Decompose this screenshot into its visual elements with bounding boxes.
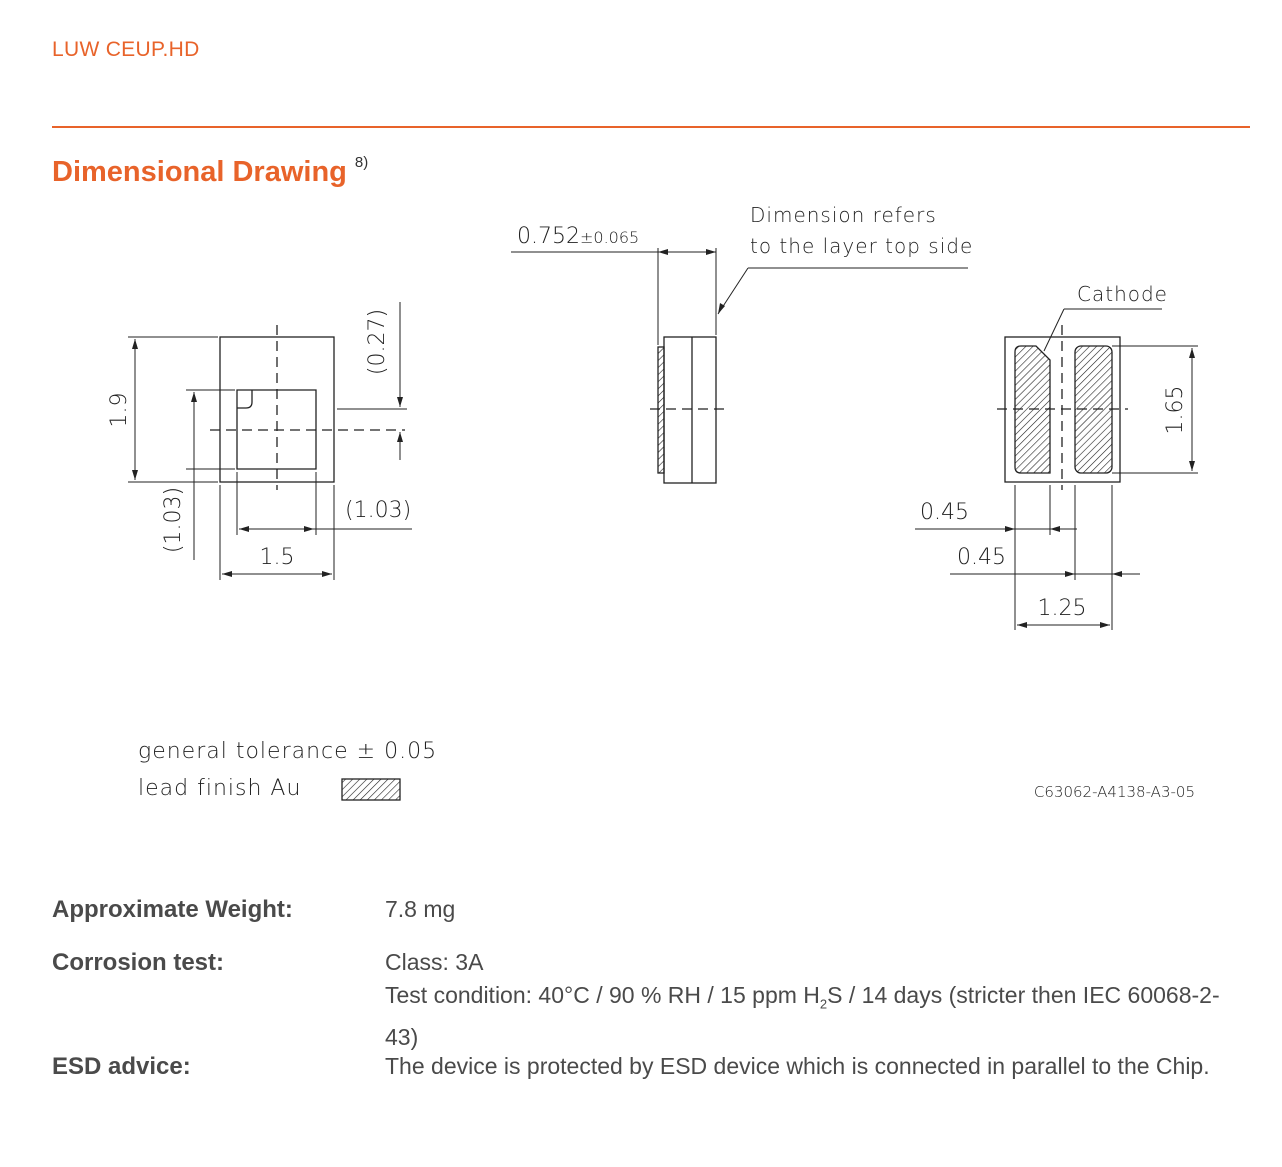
drawing-number: C63062-A4138-A3-05 [1034,783,1195,801]
dim-1-65: 1.65 [1163,386,1188,435]
esd-value: The device is protected by ESD device wh… [385,1053,1210,1079]
side-view [511,248,968,484]
header-divider [52,126,1250,128]
document-header-title: LUW CEUP.HD [52,38,200,61]
esd-label: ESD advice: [52,1053,191,1080]
dim-0-45-a: 0.45 [920,500,969,525]
lead-finish-hatch-swatch [341,778,401,801]
section-heading-text: Dimensional Drawing [52,156,347,188]
dimension-note-line2: to the layer top side [750,234,973,258]
corrosion-class: Class: 3A [385,949,484,975]
general-tolerance: general tolerance ± 0.05 [138,739,437,764]
dim-1-9: 1.9 [107,393,132,428]
cathode-label: Cathode [1077,282,1168,306]
dim-0-752: 0.752 [517,224,580,249]
dim-1-25: 1.25 [1038,596,1087,621]
corrosion-condition-subscript: 2 [819,996,828,1012]
weight-label: Approximate Weight: [52,896,293,923]
top-view [128,302,412,580]
corrosion-value: Class: 3A Test condition: 40°C / 90 % RH… [385,946,1225,1054]
dimensional-drawing: 1.9 (0.27) (1.03) (1.03) 1.5 0.752 ±0.06… [107,203,1198,801]
dim-0-752-tolerance: ±0.065 [580,228,639,247]
dim-0-27: (0.27) [365,309,390,375]
corrosion-condition-part2: S / 14 days (stricter then IEC 60068-2-4… [385,982,1220,1050]
corrosion-label: Corrosion test: [52,949,225,976]
side-view-arrowheads [658,249,725,314]
bottom-view-arrowheads [1005,348,1195,628]
section-heading: Dimensional Drawing 8) [52,154,368,189]
dim-1-03-vertical: (1.03) [161,487,186,553]
dimension-note-line1: Dimension refers [750,203,937,227]
corrosion-condition-part1: Test condition: 40°C / 90 % RH / 15 ppm … [385,982,820,1008]
lead-finish: lead finish Au [138,776,301,801]
dim-1-5: 1.5 [260,545,295,570]
dim-1-03-horizontal: (1.03) [345,498,411,523]
bottom-view [915,308,1198,630]
corrosion-condition: Test condition: 40°C / 90 % RH / 15 ppm … [385,979,1225,1054]
weight-value: 7.8 mg [385,896,456,922]
top-view-arrowheads [132,339,403,577]
dim-0-45-b: 0.45 [957,545,1006,570]
footnote-marker: 8) [354,154,369,171]
